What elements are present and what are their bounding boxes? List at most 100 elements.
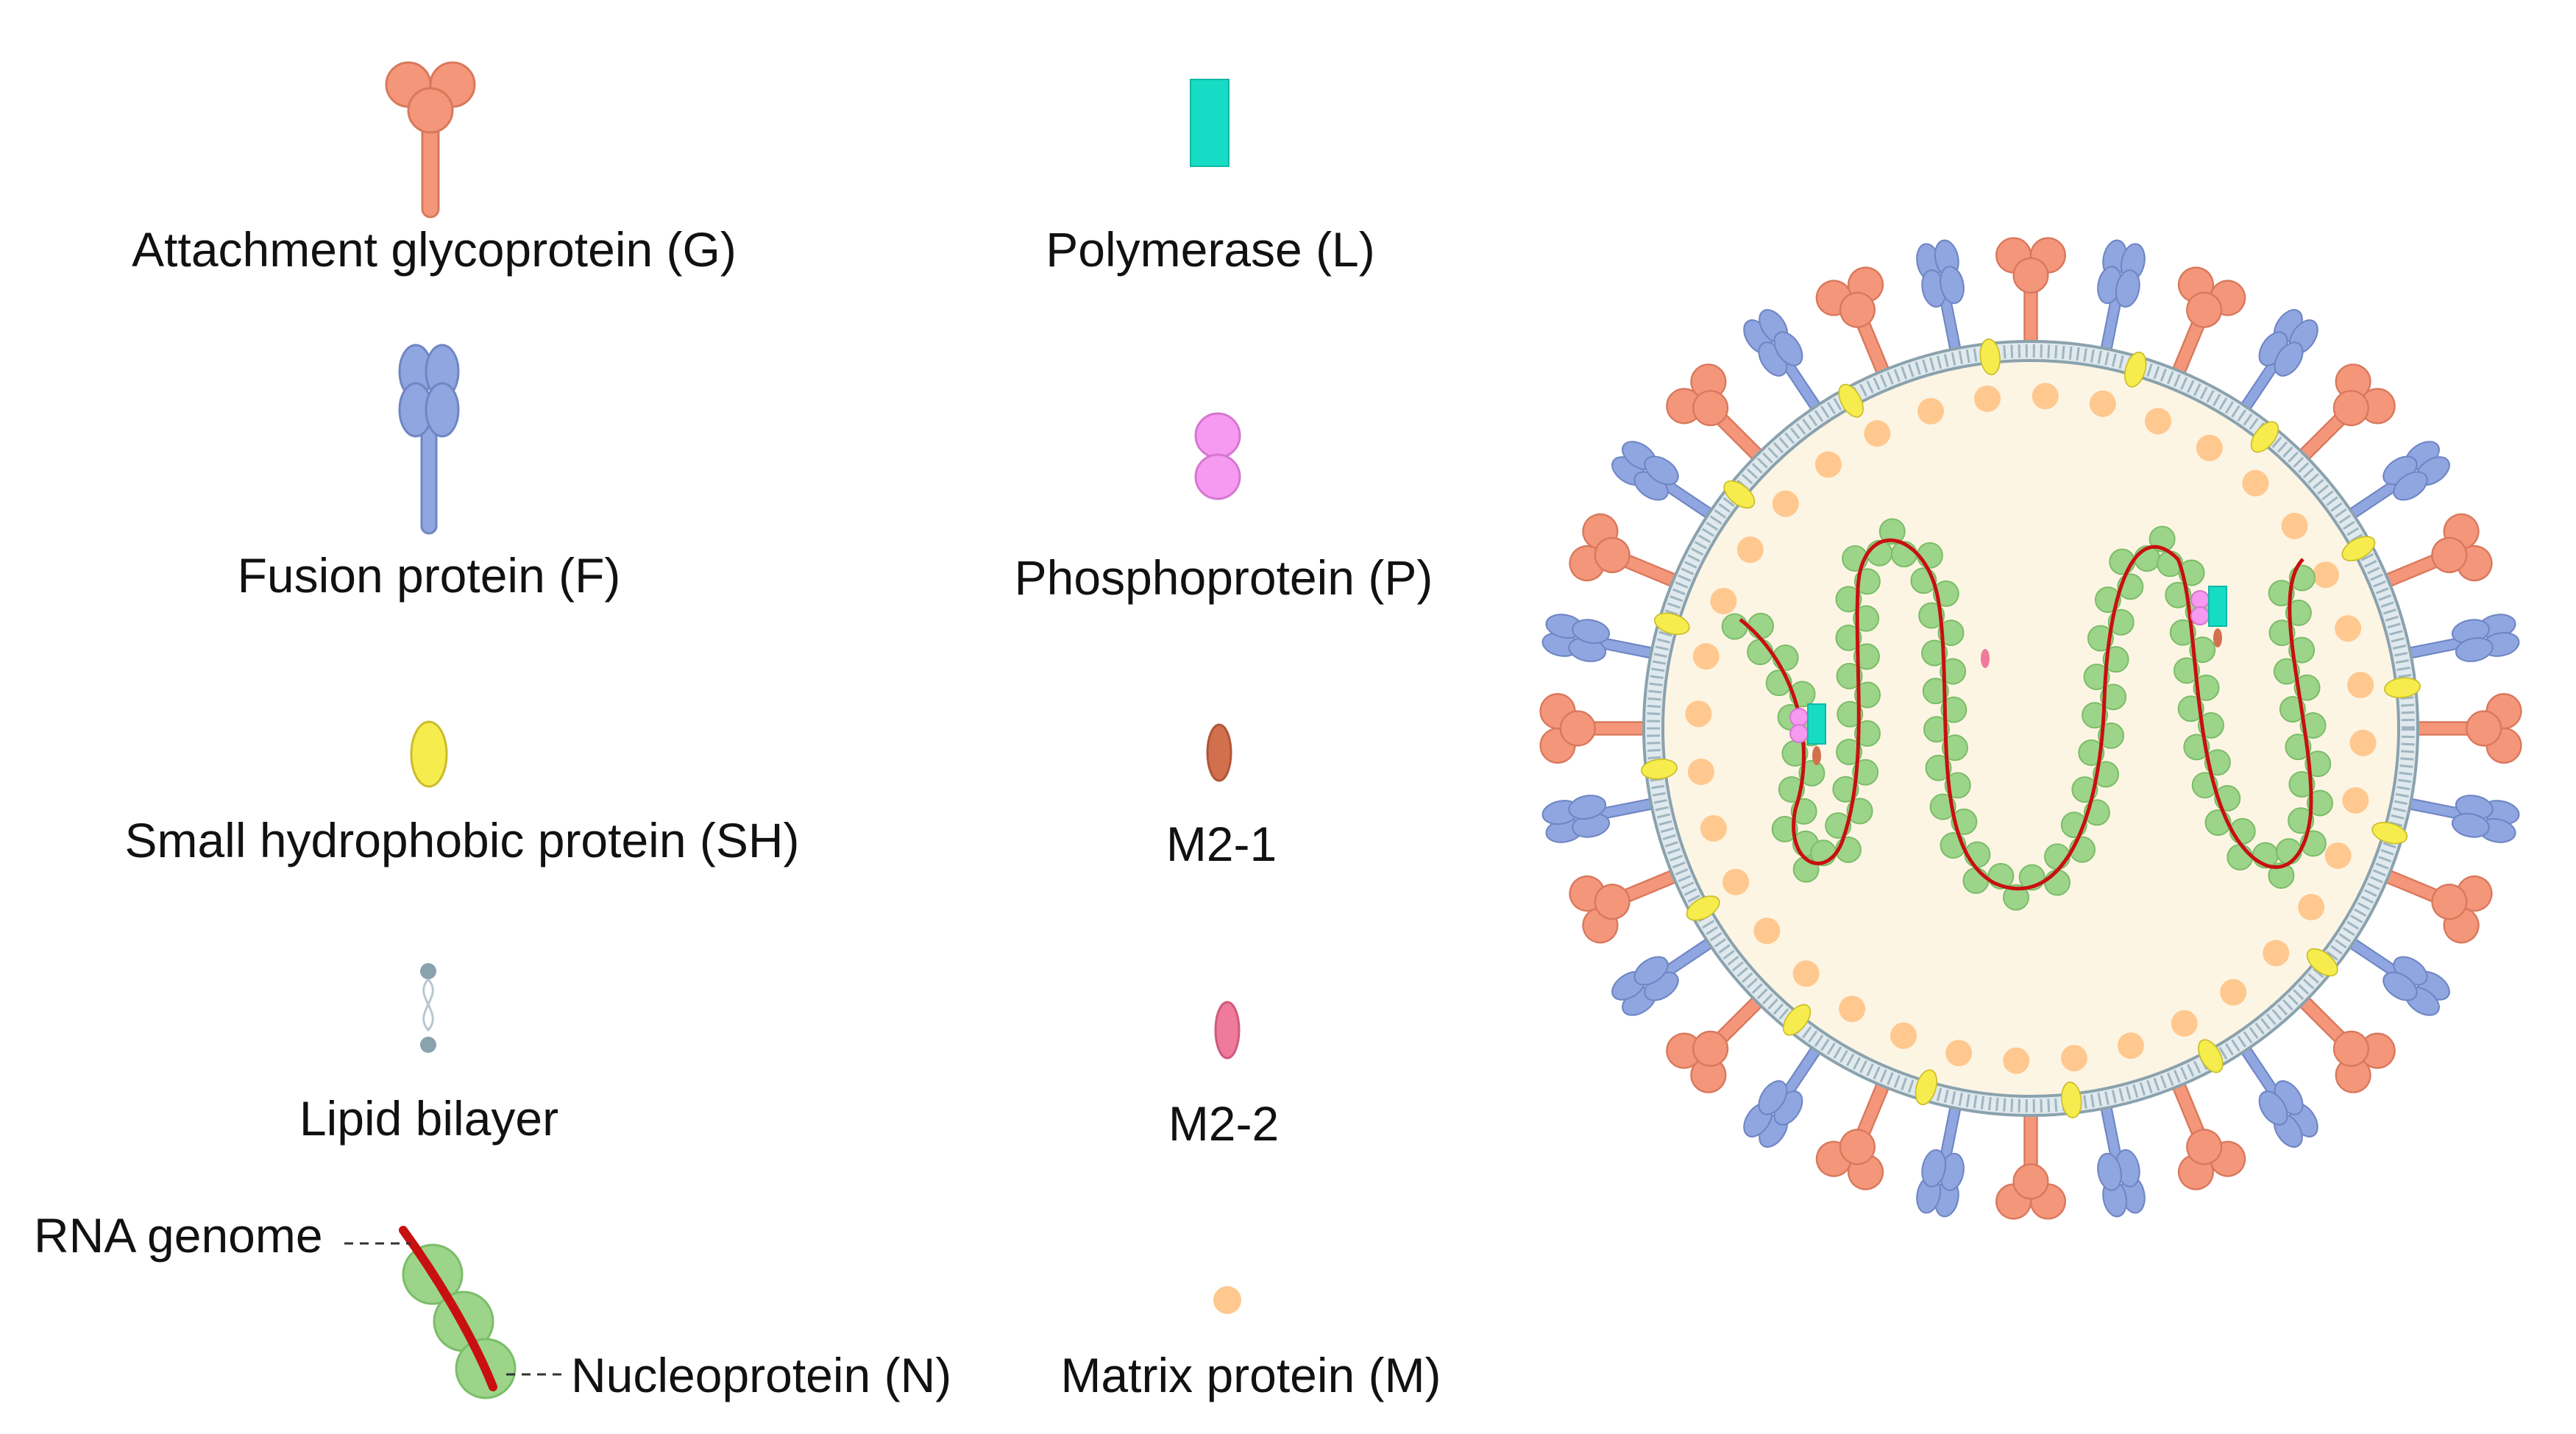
nucleoprotein-bead xyxy=(2043,869,2071,896)
lipid-bilayer-icon xyxy=(420,963,436,1053)
small-hydrophobic-protein-icon xyxy=(410,720,448,788)
matrix-protein xyxy=(1814,451,1842,478)
nucleoprotein-bead xyxy=(2177,695,2204,723)
nucleoprotein-bead xyxy=(2102,646,2129,673)
legend-label-f: Fusion protein (F) xyxy=(238,548,621,603)
matrix-protein xyxy=(1890,1022,1917,1049)
matrix-protein xyxy=(2242,469,2269,497)
nucleoprotein-bead xyxy=(1853,643,1880,670)
legend-item-phosphoprotein: Phosphoprotein (P) xyxy=(1015,412,1433,605)
matrix-protein xyxy=(1736,536,1764,564)
matrix-protein-icon xyxy=(1213,1286,1241,1314)
legend-label-p: Phosphoprotein (P) xyxy=(1015,550,1433,605)
nucleoprotein-bead xyxy=(2169,619,2196,646)
m2-2-icon xyxy=(1214,1001,1241,1059)
matrix-protein xyxy=(1687,758,1714,785)
nucleoprotein-bead xyxy=(1921,639,1948,667)
legend-item-m2-1: M2-1 xyxy=(1166,723,1277,871)
matrix-protein xyxy=(2003,1047,2030,1074)
legend-label-sh: Small hydrophobic protein (SH) xyxy=(124,813,799,867)
nucleoprotein-bead xyxy=(1837,700,1864,728)
legend-label-m22: M2-2 xyxy=(1168,1096,1279,1151)
nucleoprotein-bead xyxy=(2098,722,2125,749)
nucleoprotein-bead xyxy=(1836,739,1863,766)
matrix-protein xyxy=(1753,917,1781,945)
matrix-layer xyxy=(1685,383,2377,1074)
nucleoprotein-bead xyxy=(1916,542,1943,569)
nucleoprotein-bead xyxy=(1925,754,1952,781)
matrix-protein xyxy=(2060,1045,2087,1072)
matrix-protein xyxy=(1974,385,2001,412)
matrix-protein xyxy=(1772,490,1799,517)
legend-item-lipid-bilayer: Lipid bilayer xyxy=(299,963,558,1146)
legend-label-n: Nucleoprotein (N) xyxy=(571,1348,951,1402)
nucleoprotein-bead xyxy=(1962,867,1990,894)
rna-genome-line xyxy=(1739,538,2313,891)
matrix-protein xyxy=(1917,397,1945,425)
nucleoprotein-bead xyxy=(2189,636,2216,664)
matrix-protein xyxy=(1685,700,1712,728)
matrix-protein xyxy=(1839,995,1866,1023)
nucleoprotein-bead xyxy=(1835,586,1862,613)
lipid-bilayer-pattern xyxy=(1647,344,2415,1112)
matrix-protein xyxy=(2032,383,2059,410)
nucleoprotein-bead xyxy=(1937,620,1965,647)
nucleoprotein-bead xyxy=(1835,624,1862,651)
attachment-glycoprotein-icon xyxy=(385,61,476,219)
polymerase-complex xyxy=(1789,703,1826,765)
matrix-protein xyxy=(2263,940,2290,967)
nucleoprotein-bead xyxy=(2306,789,2333,817)
virion-interior xyxy=(1661,359,2400,1098)
nucleoprotein-bead xyxy=(1721,613,1748,640)
matrix-protein xyxy=(1700,814,1727,842)
phosphoprotein-icon xyxy=(1194,412,1241,500)
m2-1-icon xyxy=(1206,723,1232,782)
nucleoprotein-bead xyxy=(1878,518,1906,545)
matrix-protein xyxy=(1864,420,1891,447)
nucleoprotein-bead xyxy=(1944,772,1971,799)
legend-item-polymerase: Polymerase (L) xyxy=(1046,79,1375,277)
polymerase-complex xyxy=(2190,586,2227,647)
nucleoprotein-bead xyxy=(1852,759,1879,786)
legend-item-matrix-protein: Matrix protein (M) xyxy=(1060,1286,1441,1402)
nucleoprotein-bead xyxy=(2288,770,2316,798)
matrix-protein xyxy=(1692,643,1720,670)
matrix-protein xyxy=(2312,561,2339,589)
nucleoprotein-bead xyxy=(2268,580,2295,607)
nucleoprotein-bead xyxy=(1940,696,1968,723)
matrix-protein xyxy=(2335,615,2362,642)
virion-particle xyxy=(1539,237,2522,1220)
nucleoprotein-bead xyxy=(2304,750,2332,778)
matrix-protein xyxy=(2196,434,2223,461)
nucleoprotein-bead xyxy=(1853,605,1880,632)
legend-label-rna: RNA genome xyxy=(34,1208,323,1263)
matrix-protein xyxy=(1722,868,1750,895)
polymerase-icon xyxy=(1190,79,1230,167)
matrix-protein xyxy=(1710,588,1737,615)
legend-item-fusion-protein: Fusion protein (F) xyxy=(238,344,621,603)
nucleoprotein-bead xyxy=(1836,662,1863,689)
legend-item-attachment-glycoprotein: Attachment glycoprotein (G) xyxy=(132,61,737,277)
m2-2-protein xyxy=(1981,649,1990,668)
legend-label-l: Polymerase (L) xyxy=(1046,222,1374,277)
ribonucleoprotein xyxy=(1721,518,2333,911)
nucleoprotein-bead xyxy=(1853,720,1881,747)
matrix-protein xyxy=(2342,787,2369,814)
matrix-protein xyxy=(2144,408,2171,435)
nucleoprotein-bead xyxy=(2285,599,2312,626)
nucleoprotein-bead xyxy=(2268,620,2296,647)
nucleoprotein-bead xyxy=(2003,884,2030,911)
legend-label-m: Matrix protein (M) xyxy=(1060,1348,1441,1402)
legend-item-small-hydrophobic-protein: Small hydrophobic protein (SH) xyxy=(124,720,800,867)
nucleoprotein-bead xyxy=(1798,759,1825,787)
matrix-protein xyxy=(2281,512,2308,539)
legend-label-m21: M2-1 xyxy=(1166,817,1277,871)
nucleoprotein-bead xyxy=(2100,684,2127,711)
matrix-protein xyxy=(1945,1040,1973,1067)
matrix-protein xyxy=(2324,842,2352,869)
rna-genome-icon xyxy=(399,1226,497,1391)
legend-label-lipid: Lipid bilayer xyxy=(299,1091,558,1146)
legend-item-m2-2: M2-2 xyxy=(1168,1001,1279,1151)
nucleoprotein-bead xyxy=(1747,612,1774,639)
